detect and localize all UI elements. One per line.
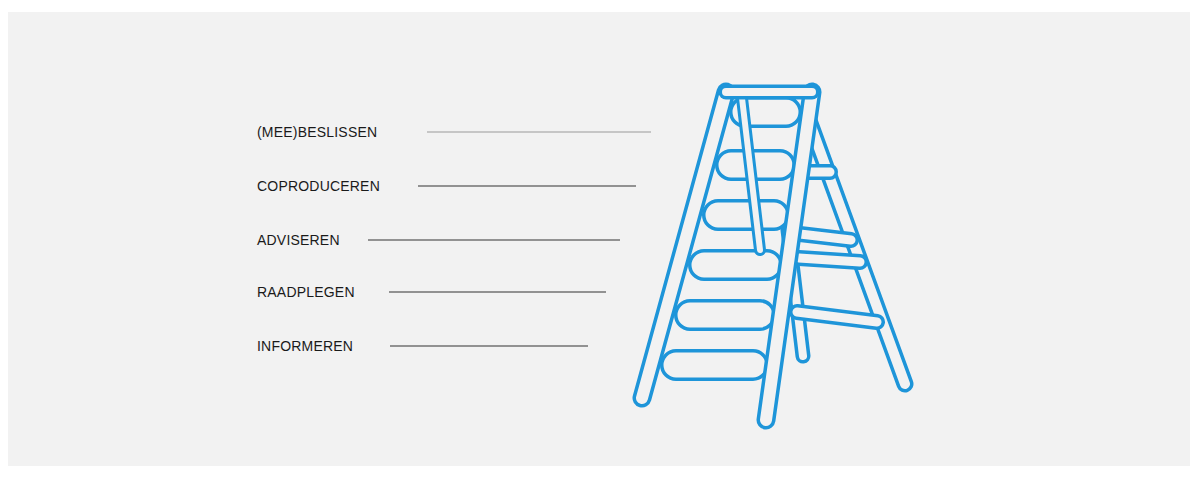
- level-label: INFORMEREN: [257, 337, 353, 355]
- leader-lines: [368, 132, 651, 346]
- leader-line: [427, 132, 651, 133]
- leader-line: [368, 240, 620, 241]
- ladder-rung: [797, 172, 877, 322]
- ladder-illustration: [642, 92, 905, 420]
- leader-line: [418, 186, 636, 187]
- ladder-rung-inner: [797, 172, 877, 322]
- ladder-rail-inner: [642, 92, 726, 398]
- level-label: COPRODUCEREN: [257, 177, 380, 195]
- level-label: RAADPLEGEN: [257, 283, 355, 301]
- ladder-brace: [742, 98, 760, 250]
- leader-line: [390, 346, 588, 347]
- level-label: ADVISEREN: [257, 231, 340, 249]
- ladder-rail: [642, 92, 726, 398]
- ladder-rail-inner: [766, 92, 812, 420]
- ladder-top: [726, 85, 812, 100]
- ladder-rail: [766, 92, 812, 420]
- ladder-top-inner: [726, 88, 812, 96]
- leader-line: [389, 292, 606, 293]
- ladder-brace-inner: [742, 98, 760, 250]
- ladder-front: [642, 92, 812, 420]
- level-label: (MEE)BESLISSEN: [257, 123, 377, 141]
- background-panel: [8, 12, 1190, 466]
